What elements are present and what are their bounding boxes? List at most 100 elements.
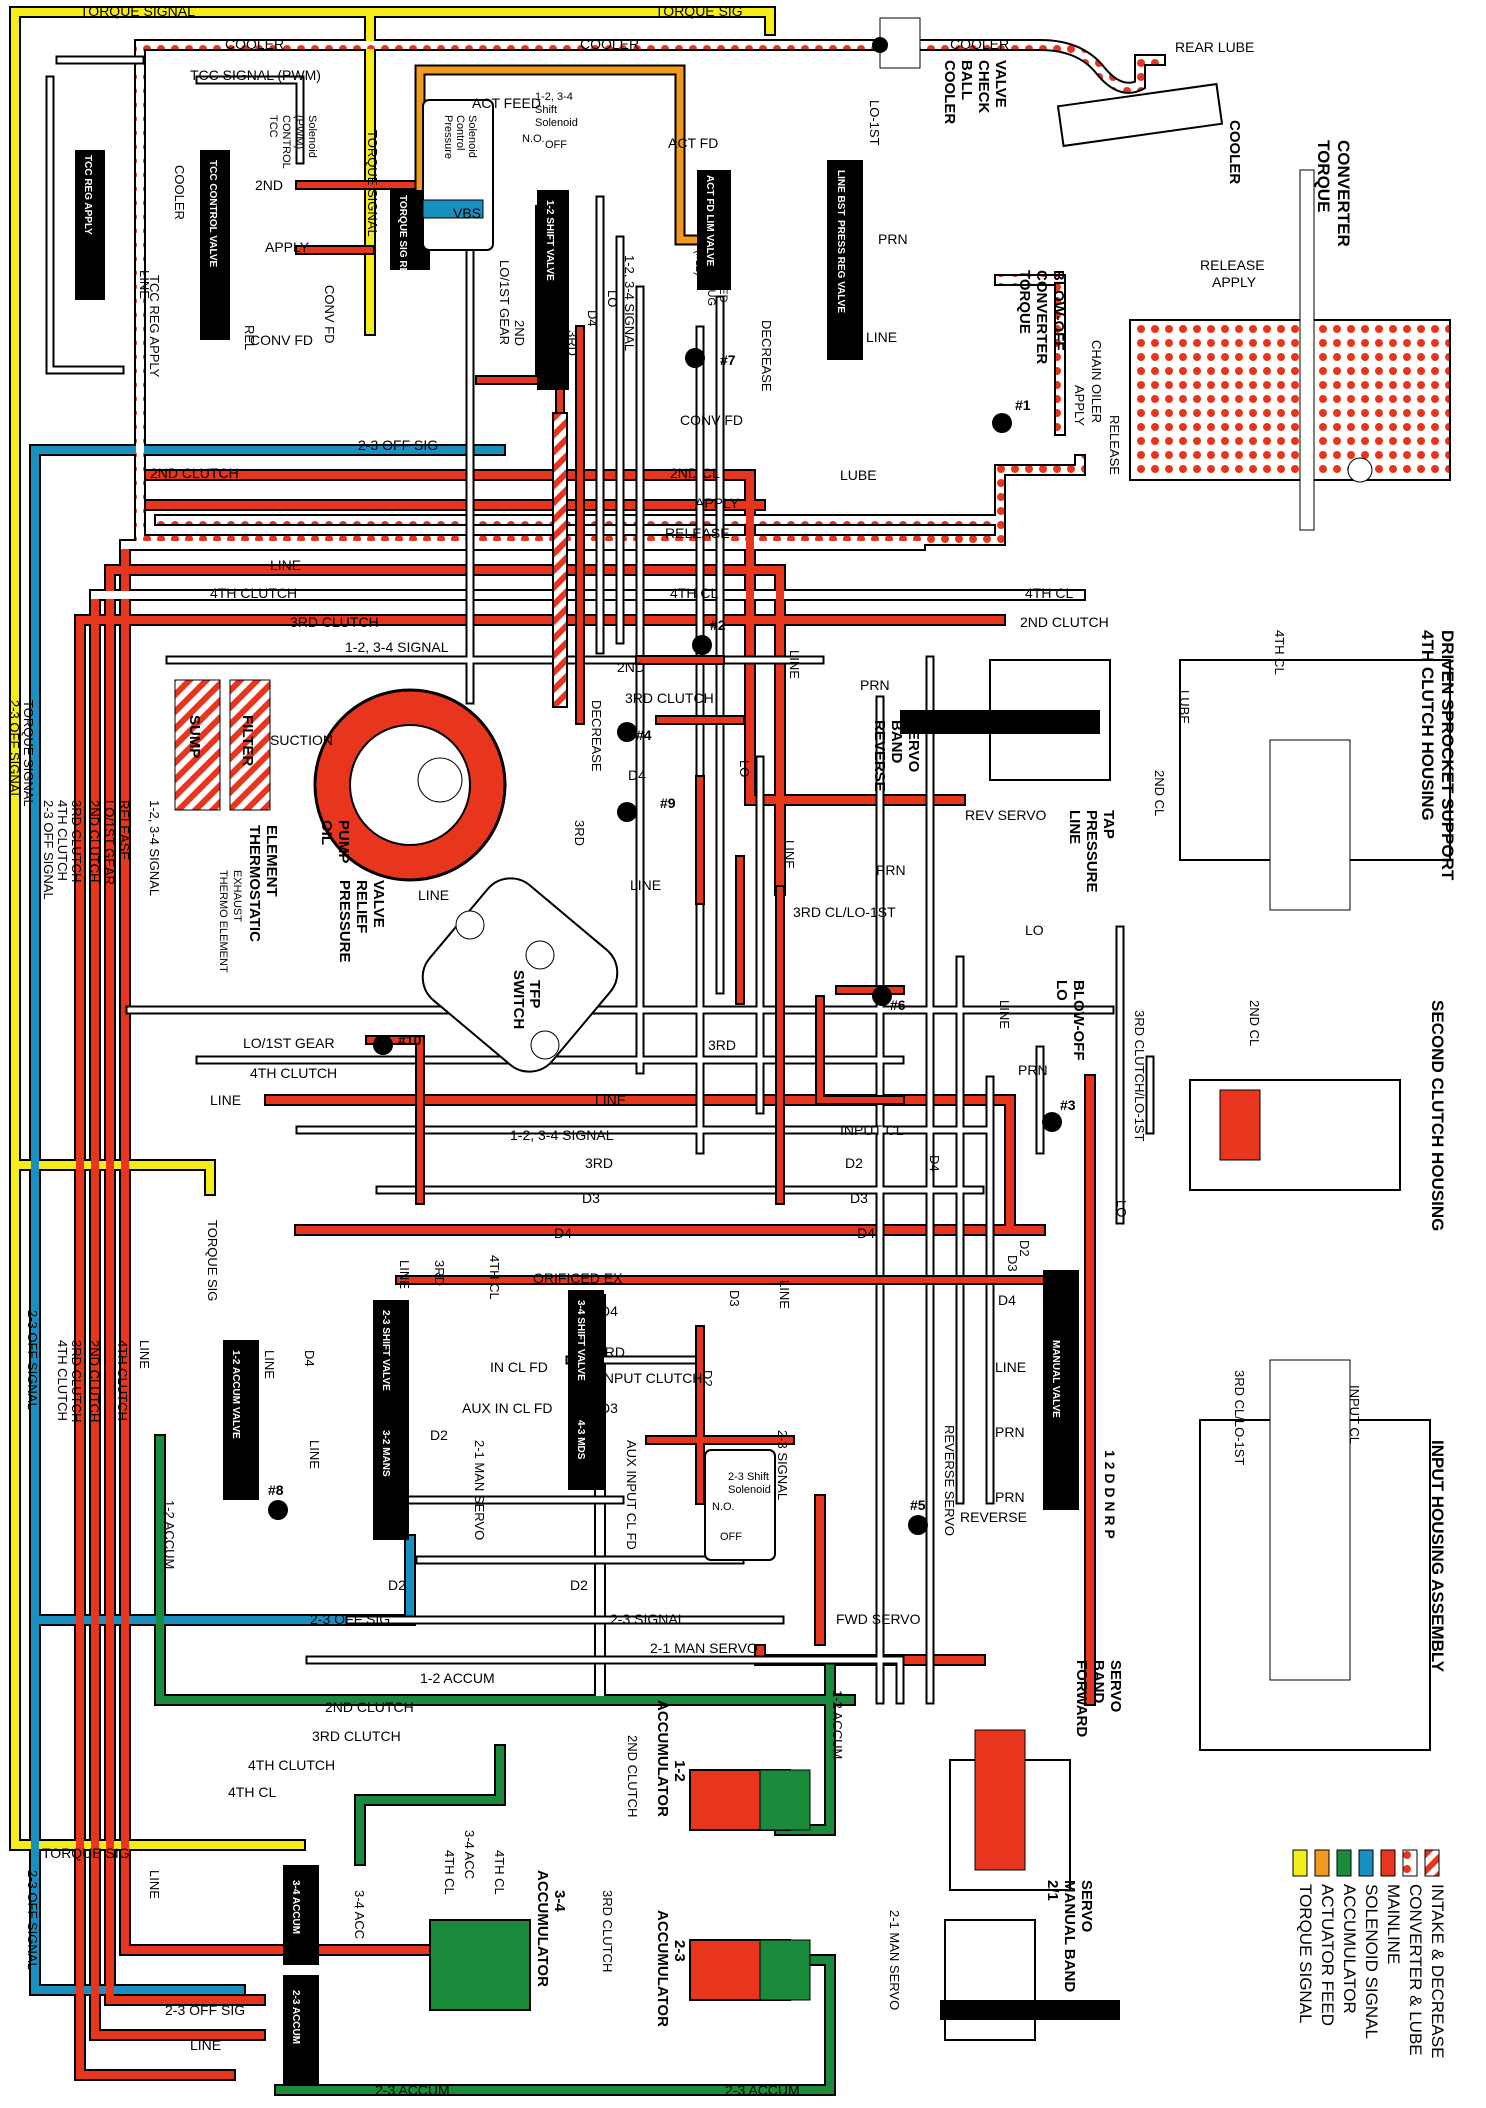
svg-text:2-3 SIGNAL: 2-3 SIGNAL bbox=[775, 1430, 790, 1500]
legend-converter-lube: CONVERTER & LUBE bbox=[1402, 1849, 1425, 2056]
svg-text:COOLER: COOLER bbox=[941, 60, 958, 124]
svg-text:LINE: LINE bbox=[397, 1260, 412, 1289]
svg-text:2ND CL: 2ND CL bbox=[670, 465, 720, 481]
svg-text:LINE: LINE bbox=[147, 1870, 162, 1899]
svg-text:TORQUE: TORQUE bbox=[1016, 270, 1033, 334]
svg-text:INPUT CLUTCH: INPUT CLUTCH bbox=[600, 1370, 702, 1386]
labels: TORQUE SIGNAL TORQUE SIG COOLER COOLER C… bbox=[7, 3, 1457, 2098]
svg-text:AUX IN CL FD: AUX IN CL FD bbox=[462, 1400, 553, 1416]
svg-text:3-4: 3-4 bbox=[551, 1890, 568, 1912]
svg-text:Solenoid: Solenoid bbox=[535, 117, 578, 129]
svg-text:1-2: 1-2 bbox=[671, 1760, 688, 1782]
label-torque-signal-top: TORQUE SIGNAL bbox=[80, 3, 195, 19]
svg-text:4TH CL: 4TH CL bbox=[487, 1255, 502, 1300]
filter-label: FILTER bbox=[239, 715, 256, 767]
vertical-line-labels: 2-3 OFF SIGNAL TORQUE SIGNAL 2-3 OFF SIG… bbox=[7, 130, 1362, 2010]
cooler-check-valve-label: COOLER BALL CHECK VALVE bbox=[941, 60, 1009, 124]
svg-text:TCC CONTROL VALVE: TCC CONTROL VALVE bbox=[207, 160, 218, 268]
svg-text:Pressure: Pressure bbox=[442, 115, 454, 159]
svg-text:1-2 SHIFT VALVE: 1-2 SHIFT VALVE bbox=[544, 200, 555, 281]
svg-text:4TH CLUTCH: 4TH CLUTCH bbox=[250, 1065, 337, 1081]
svg-text:D4: D4 bbox=[857, 1225, 875, 1241]
svg-text:2-3: 2-3 bbox=[671, 1940, 688, 1962]
svg-text:ELEMENT: ELEMENT bbox=[263, 825, 280, 897]
lo-blowoff-label: LO BLOW-OFF bbox=[1053, 980, 1087, 1061]
svg-text:3RD CLUTCH/LO-1ST: 3RD CLUTCH/LO-1ST bbox=[1132, 1010, 1147, 1142]
svg-text:CONVERTER: CONVERTER bbox=[1033, 270, 1050, 364]
legend-torque-signal: TORQUE SIGNAL bbox=[1292, 1849, 1315, 2024]
svg-text:FWD SERVO: FWD SERVO bbox=[836, 1611, 921, 1627]
svg-text:IN CL FD: IN CL FD bbox=[490, 1359, 548, 1375]
svg-text:2-3 OFF SIGNAL: 2-3 OFF SIGNAL bbox=[7, 700, 22, 800]
svg-text:4TH CLUTCH: 4TH CLUTCH bbox=[55, 800, 70, 881]
svg-text:MANUAL VALVE: MANUAL VALVE bbox=[1050, 1340, 1061, 1418]
svg-text:D2: D2 bbox=[570, 1577, 588, 1593]
svg-text:PUMP: PUMP bbox=[335, 820, 352, 863]
svg-text:LO: LO bbox=[1053, 980, 1070, 1001]
svg-text:LINE: LINE bbox=[418, 887, 449, 903]
label-cooler-2: COOLER bbox=[580, 36, 639, 52]
svg-text:LO/1ST GEAR: LO/1ST GEAR bbox=[243, 1035, 335, 1051]
svg-text:3-2 MANS: 3-2 MANS bbox=[380, 1430, 391, 1477]
svg-text:Solenoid: Solenoid bbox=[306, 115, 318, 158]
svg-text:LINE: LINE bbox=[997, 1000, 1012, 1029]
svg-text:2ND CLUTCH: 2ND CLUTCH bbox=[87, 800, 102, 882]
svg-text:D4: D4 bbox=[998, 1292, 1016, 1308]
svg-text:OFF: OFF bbox=[720, 1531, 742, 1543]
svg-text:Solenoid: Solenoid bbox=[728, 1484, 771, 1496]
svg-text:CHECK: CHECK bbox=[975, 60, 992, 114]
svg-text:#6: #6 bbox=[890, 997, 906, 1013]
svg-text:REVERSE: REVERSE bbox=[960, 1509, 1027, 1525]
svg-text:1-2, 3-4 SIGNAL: 1-2, 3-4 SIGNAL bbox=[510, 1127, 614, 1143]
svg-text:LO: LO bbox=[605, 290, 620, 307]
shift-sol-1234-label: 1-2, 3-4 Shift Solenoid N.O. OFF bbox=[522, 91, 578, 151]
label-rear-lube: REAR LUBE bbox=[1175, 39, 1254, 55]
svg-text:Control: Control bbox=[454, 115, 466, 150]
svg-text:ACCUMULATOR: ACCUMULATOR bbox=[654, 1700, 671, 1817]
label-cooler-comp: COOLER bbox=[1226, 120, 1243, 184]
line-labels: ACT FEED ACT FD PRN RELEASE APPLY LINE C… bbox=[42, 95, 1265, 2098]
svg-text:2ND CLUTCH: 2ND CLUTCH bbox=[150, 465, 239, 481]
svg-text:#4: #4 bbox=[636, 727, 652, 743]
svg-text:LO: LO bbox=[737, 760, 752, 777]
valve-labels: TCC REG APPLY TCC CONTROL VALVE TORQUE S… bbox=[82, 155, 1061, 2044]
svg-text:DRIVEN SPROCKET SUPPORT: DRIVEN SPROCKET SUPPORT bbox=[1438, 630, 1457, 881]
legend-mainline: MAINLINE bbox=[1380, 1849, 1403, 1964]
manual-band-servo bbox=[940, 1919, 1120, 2041]
vbs-label: VBS bbox=[453, 205, 481, 221]
svg-text:LINE: LINE bbox=[137, 1340, 152, 1369]
svg-text:2-1 MAN SERVO: 2-1 MAN SERVO bbox=[650, 1640, 758, 1656]
svg-text:ACT FD: ACT FD bbox=[668, 135, 718, 151]
svg-text:ACCUMULATOR: ACCUMULATOR bbox=[654, 1910, 671, 2027]
svg-text:3RD CL/LO-1ST: 3RD CL/LO-1ST bbox=[1232, 1370, 1247, 1465]
svg-text:1-2, 3-4 SIGNAL: 1-2, 3-4 SIGNAL bbox=[622, 255, 637, 351]
legend-intake-decrease: INTAKE & DECREASE bbox=[1424, 1849, 1447, 2058]
svg-text:LINE: LINE bbox=[1066, 810, 1083, 844]
svg-text:(#12): (#12) bbox=[693, 250, 705, 276]
svg-text:CONV FD: CONV FD bbox=[680, 412, 743, 428]
label-tcc-signal: TCC SIGNAL (PWM) bbox=[190, 67, 321, 83]
accumulator-12 bbox=[689, 1769, 811, 1831]
svg-text:CONV FD: CONV FD bbox=[250, 332, 313, 348]
svg-text:DECREASE: DECREASE bbox=[589, 700, 604, 772]
svg-text:D4: D4 bbox=[927, 1155, 942, 1172]
tcc-solenoid-label: TCC CONTROL (PWM) Solenoid bbox=[267, 115, 318, 169]
valves bbox=[75, 99, 1079, 2085]
label-torque-sig-top: TORQUE SIG bbox=[655, 3, 743, 19]
shift-sol-23-label: 2-3 Shift Solenoid N.O. OFF bbox=[712, 1471, 771, 1543]
svg-text:LO/1ST GEAR: LO/1ST GEAR bbox=[497, 260, 512, 345]
svg-text:VALVE: VALVE bbox=[370, 880, 387, 928]
legend-actuator-feed: ACTUATOR FEED bbox=[1314, 1849, 1337, 2026]
second-clutch-housing bbox=[1189, 1079, 1401, 1191]
svg-text:2ND CLUTCH: 2ND CLUTCH bbox=[325, 1699, 414, 1715]
svg-text:4TH CLUTCH: 4TH CLUTCH bbox=[210, 585, 297, 601]
svg-text:4TH CL: 4TH CL bbox=[1272, 630, 1287, 675]
svg-text:LINE: LINE bbox=[307, 1440, 322, 1469]
svg-text:LUBE: LUBE bbox=[1177, 690, 1192, 724]
svg-text:PRN: PRN bbox=[995, 1489, 1025, 1505]
pcs-label: Pressure Control Solenoid bbox=[442, 115, 478, 159]
svg-text:OFF: OFF bbox=[545, 139, 567, 151]
svg-text:2ND CLUTCH: 2ND CLUTCH bbox=[87, 1340, 102, 1422]
svg-text:INPUT CL: INPUT CL bbox=[840, 1122, 904, 1138]
